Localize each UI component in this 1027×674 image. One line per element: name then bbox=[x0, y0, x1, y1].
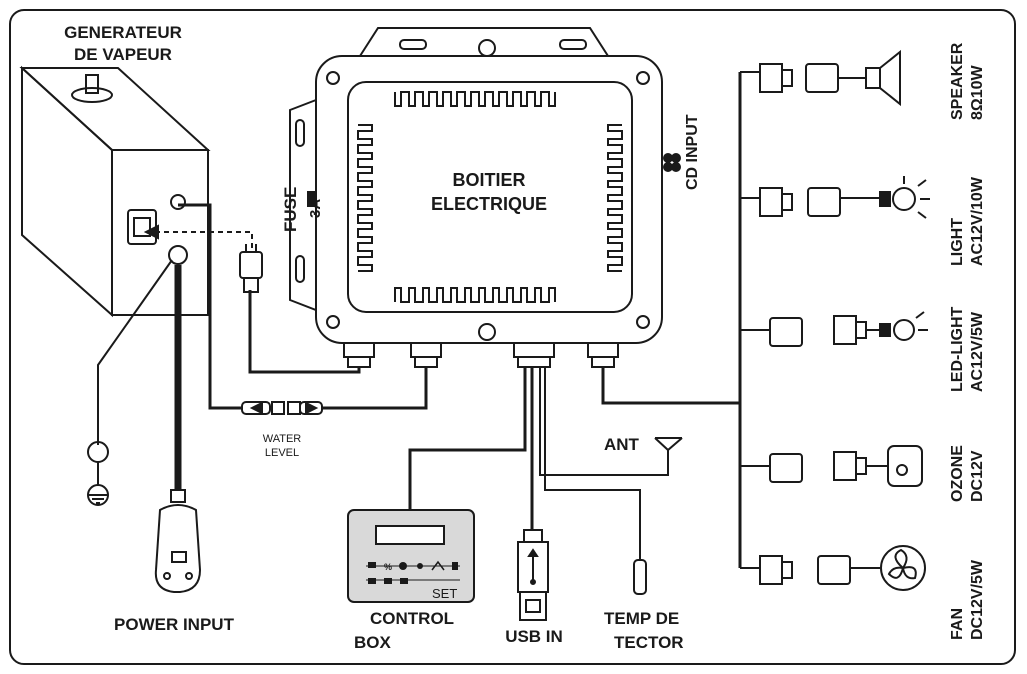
fan-label-line2: DC12V/5W bbox=[969, 559, 986, 640]
water-level-label-line1: WATER bbox=[263, 433, 302, 445]
arrow-head-icon bbox=[143, 224, 159, 240]
iec-plug bbox=[239, 244, 263, 293]
cd-input-label: CD INPUT bbox=[684, 114, 701, 190]
antenna-icon bbox=[654, 437, 683, 452]
water-level-wire-left bbox=[178, 203, 242, 410]
temp-probe bbox=[633, 559, 647, 595]
control-box-cable bbox=[408, 367, 527, 510]
box-label-line2: ELECTRIQUE bbox=[431, 194, 547, 214]
cord-wire bbox=[248, 290, 361, 374]
ozone-label-line2: DC12V bbox=[969, 450, 986, 502]
temp-label-line1: TEMP DE bbox=[604, 609, 679, 628]
antenna-label: ANT bbox=[604, 435, 640, 454]
temp-label-line2: TECTOR bbox=[614, 633, 684, 652]
ground-icon bbox=[87, 462, 109, 506]
control-box-label-line2: BOX bbox=[354, 633, 392, 652]
light-row bbox=[740, 176, 930, 219]
fan-label-line1: FAN bbox=[949, 608, 966, 640]
usb-in-label: USB IN bbox=[505, 627, 563, 646]
control-panel-set-label: SET bbox=[432, 586, 457, 601]
accessory-bus-feed bbox=[601, 367, 740, 405]
led-light-row bbox=[740, 311, 928, 347]
water-level-label-line2: LEVEL bbox=[265, 447, 299, 459]
speaker-label-line2: 8Ω10W bbox=[969, 64, 986, 120]
led-light-label-line2: AC12V/5W bbox=[969, 311, 986, 392]
led-light-label-line1: LED-LIGHT bbox=[949, 306, 966, 392]
water-level-connector bbox=[241, 401, 323, 415]
power-input-label: POWER INPUT bbox=[114, 615, 235, 634]
speaker-row bbox=[740, 49, 901, 107]
control-panel bbox=[347, 509, 475, 603]
usb-plug bbox=[517, 529, 549, 621]
generator-label-line1: GENERATEUR bbox=[64, 23, 182, 42]
ozone-row bbox=[740, 445, 923, 487]
svg-text:%: % bbox=[384, 562, 392, 572]
fuse-label: FUSE bbox=[281, 187, 300, 232]
speaker-label-line1: SPEAKER bbox=[949, 42, 966, 120]
light-label-line2: AC12V/10W bbox=[969, 176, 986, 266]
electric-box bbox=[289, 27, 681, 368]
diagram-frame bbox=[9, 9, 1016, 665]
fuse-rating-label: 3A bbox=[307, 199, 324, 218]
water-level-wire-right bbox=[322, 367, 428, 410]
generator-label-line2: DE VAPEUR bbox=[74, 45, 172, 64]
control-box-label-line1: CONTROL bbox=[370, 609, 454, 628]
control-panel-buttons: % bbox=[368, 560, 458, 584]
steam-generator bbox=[19, 65, 211, 318]
ozone-label-line1: OZONE bbox=[949, 445, 966, 502]
temp-cable bbox=[544, 367, 641, 560]
box-label-line1: BOITIER bbox=[452, 170, 525, 190]
fan-row bbox=[740, 545, 926, 591]
antenna-cable bbox=[539, 367, 669, 476]
dashed-connection bbox=[158, 231, 253, 248]
light-label-line1: LIGHT bbox=[949, 218, 966, 266]
power-plug bbox=[154, 489, 202, 593]
ground-wire bbox=[97, 259, 173, 445]
